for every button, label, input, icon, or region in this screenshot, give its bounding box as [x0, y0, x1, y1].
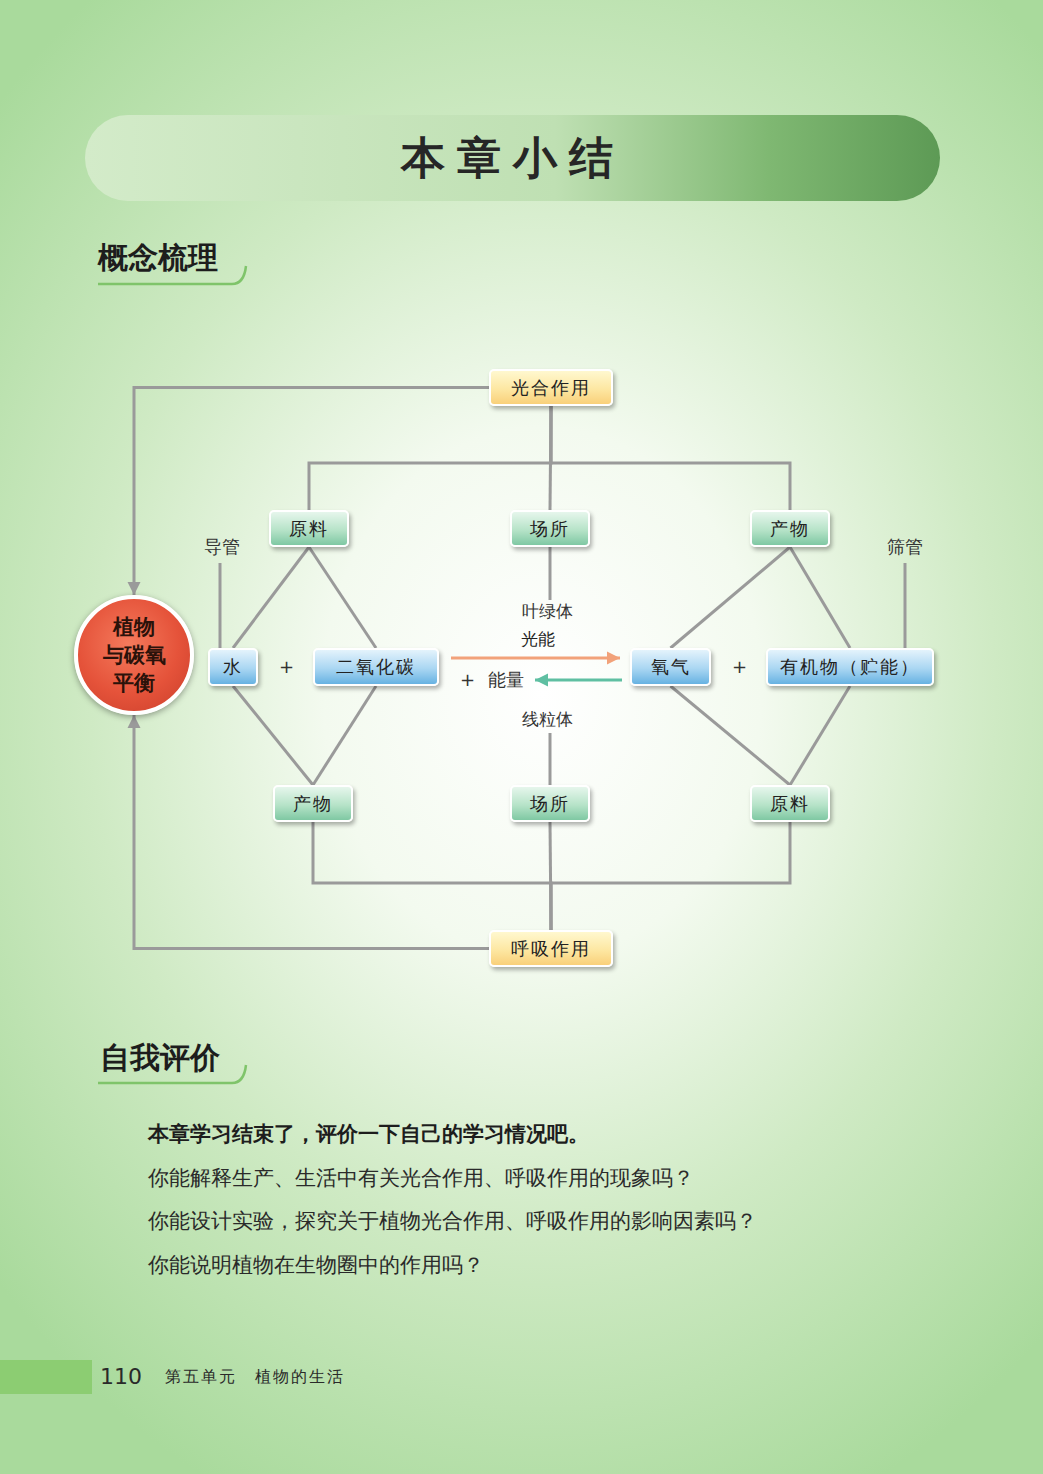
node-text: 产物 — [770, 517, 810, 541]
connector-line — [309, 547, 376, 648]
concept-box: 原料 — [750, 785, 830, 822]
connector-line — [313, 686, 376, 785]
process-box: 呼吸作用 — [489, 930, 613, 967]
part-label: 筛管 — [887, 535, 923, 559]
connector-line — [535, 679, 622, 682]
part-label: 叶绿体 — [522, 600, 573, 623]
concept-box: 产物 — [273, 785, 353, 822]
connector — [790, 686, 850, 785]
concept-box: 场所 — [510, 510, 590, 547]
connector — [309, 547, 376, 648]
body-text: 本章学习结束了，评价一下自己的学习情况吧。 — [148, 1120, 589, 1148]
arrow-head — [607, 652, 620, 665]
connector — [128, 715, 490, 949]
substance-box: 水 — [208, 648, 258, 686]
plus-sign: + — [279, 656, 294, 677]
connector — [313, 822, 551, 930]
concept-box: 原料 — [269, 510, 349, 547]
connector-line — [233, 547, 309, 648]
connector-line — [134, 715, 489, 949]
section-heading: 自我评价 — [100, 1038, 220, 1079]
substance-box: 氧气 — [630, 648, 711, 686]
connector-line — [551, 822, 790, 930]
connector — [313, 686, 376, 785]
node-text: 植物 与碳氧 平衡 — [99, 613, 169, 697]
connector — [551, 406, 790, 510]
connector — [233, 547, 309, 648]
substance-box: 二氧化碳 — [313, 648, 439, 686]
node-text: 氧气 — [651, 655, 691, 679]
connector-line — [551, 406, 790, 510]
title-text: 本章小结 — [401, 129, 625, 188]
title-banner: 本章小结 — [85, 115, 940, 201]
connector-line — [233, 686, 313, 785]
substance-box: 有机物（贮能） — [766, 648, 934, 686]
concept-box: 产物 — [750, 510, 830, 547]
section-heading: 概念梳理 — [98, 238, 218, 279]
plus-sign: + — [732, 656, 747, 677]
connector-line — [309, 406, 551, 510]
connector — [671, 547, 791, 648]
part-label: 导管 — [204, 535, 240, 559]
part-label: 能量 — [488, 668, 524, 692]
node-text: 原料 — [289, 517, 329, 541]
node-text: 场所 — [530, 517, 570, 541]
node-text: 场所 — [530, 792, 570, 816]
leader-line — [219, 563, 222, 648]
connector-line — [671, 547, 791, 648]
connector — [551, 822, 790, 930]
connector-line — [790, 547, 850, 648]
connector — [671, 686, 791, 785]
part-label: 线粒体 — [522, 708, 573, 731]
leader-line — [549, 733, 552, 785]
node-text: 水 — [223, 655, 243, 679]
connector-line — [451, 657, 620, 660]
arrow-head — [128, 582, 141, 595]
arrow-head — [128, 715, 141, 728]
connector — [790, 547, 850, 648]
connector — [233, 686, 313, 785]
process-box: 光合作用 — [489, 369, 613, 406]
connector — [451, 652, 620, 665]
plus-sign: + — [460, 669, 475, 690]
node-text: 二氧化碳 — [336, 655, 416, 679]
edge-label: 光能 — [521, 628, 555, 651]
connector-line — [790, 686, 850, 785]
connector — [309, 406, 551, 510]
arrow-head — [535, 674, 548, 687]
leader-line — [549, 547, 552, 600]
node-text: 光合作用 — [511, 376, 591, 400]
connector — [128, 388, 490, 596]
node-text: 产物 — [293, 792, 333, 816]
connector-line — [671, 686, 791, 785]
connector-line — [313, 822, 551, 930]
footer-bar — [0, 1360, 92, 1394]
node-text: 有机物（贮能） — [780, 655, 920, 679]
connector — [535, 674, 622, 687]
body-text: 你能解释生产、生活中有关光合作用、呼吸作用的现象吗？ — [148, 1164, 694, 1192]
node-text: 原料 — [770, 792, 810, 816]
running-footer: 第五单元 植物的生活 — [165, 1367, 345, 1388]
connector-line — [134, 388, 489, 596]
center-circle: 植物 与碳氧 平衡 — [74, 595, 194, 715]
body-text: 你能说明植物在生物圈中的作用吗？ — [148, 1251, 484, 1279]
body-text: 你能设计实验，探究关于植物光合作用、呼吸作用的影响因素吗？ — [148, 1207, 757, 1235]
page-number: 110 — [100, 1364, 142, 1389]
leader-line — [904, 563, 907, 648]
concept-box: 场所 — [510, 785, 590, 822]
node-text: 呼吸作用 — [511, 937, 591, 961]
